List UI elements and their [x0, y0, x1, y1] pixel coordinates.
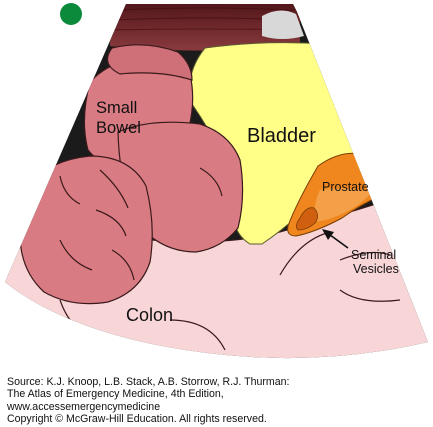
- seminal-vesicles-shape: [296, 207, 318, 231]
- bowel-loop: [19, 155, 153, 305]
- prostate-label: Prostate: [322, 180, 369, 194]
- source-line: Source: K.J. Knoop, L.B. Stack, A.B. Sto…: [7, 376, 290, 388]
- small-bowel-label: Bowel: [96, 119, 141, 137]
- colon-label: Colon: [126, 305, 173, 325]
- abdominal-wall-muscle: [110, 4, 300, 51]
- bowel-loop: [106, 44, 193, 81]
- pubic-bone-shadow: [262, 10, 304, 39]
- seminal-vesicles-arrow: [322, 229, 349, 249]
- orientation-indicator-dot: [60, 3, 82, 25]
- ultrasound-diagram: Small Bowel Bladder Prostate Seminal Ves…: [5, 3, 428, 359]
- source-line: The Atlas of Emergency Medicine, 4th Edi…: [7, 388, 224, 401]
- source-citation: Source: K.J. Knoop, L.B. Stack, A.B. Sto…: [7, 376, 427, 426]
- copyright-line: Copyright © McGraw-Hill Education. All r…: [7, 413, 267, 426]
- bladder-label: Bladder: [247, 125, 316, 147]
- source-line: www.accessemergencymedicine: [7, 400, 161, 413]
- seminal-vesicles-label: Vesicles: [353, 262, 399, 276]
- seminal-vesicles-label: Seminal: [351, 248, 396, 262]
- small-bowel-label: Small: [96, 99, 137, 117]
- prostate-inner: [314, 188, 372, 222]
